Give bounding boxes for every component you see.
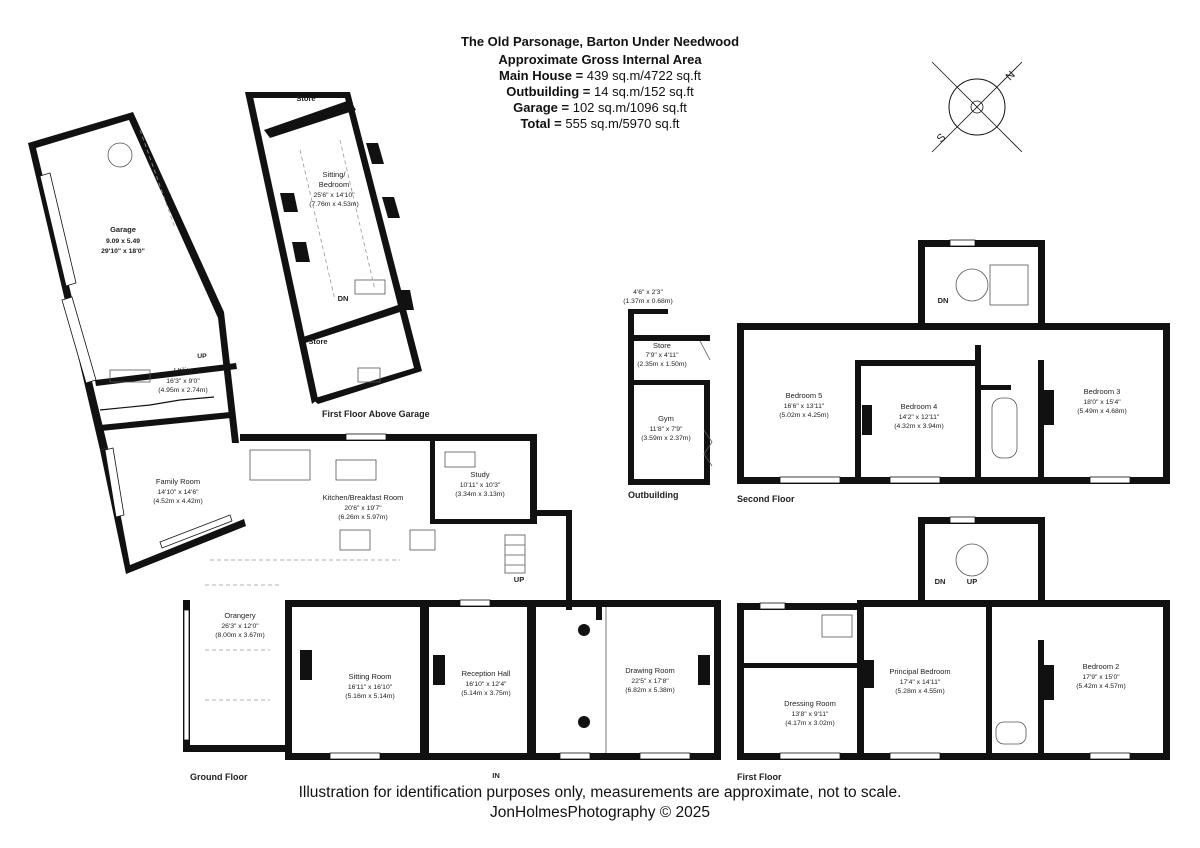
second-floor-label: Second Floor <box>737 494 795 504</box>
entrance-in-mark: IN <box>492 771 500 780</box>
bedroom2-dim1: 17'9" x 15'0" <box>1082 674 1120 681</box>
area-garage: Garage = 102 sq.m/1096 sq.ft <box>513 100 687 115</box>
first-up-mark: UP <box>967 577 977 586</box>
second-floor: DN Bedroom 5 16'6" x 13'11" (5.02m x 4.2… <box>737 239 1170 504</box>
first-floor-above-garage-label: First Floor Above Garage <box>322 409 430 419</box>
ground-floor: Kitchen/Breakfast Room 20'6" x 19'7" (6.… <box>183 433 721 782</box>
bedroom5-dim1: 16'6" x 13'11" <box>784 403 825 410</box>
credit: JonHolmesPhotography © 2025 <box>490 804 710 821</box>
first-floor-above-garage: Store Sitting/ Bedroom 25'6" x 14'10" (7… <box>245 92 430 419</box>
study-name: Study <box>470 470 489 479</box>
bedroom3-dim2: (5.49m x 4.68m) <box>1077 408 1126 415</box>
kitchen-dim2: (6.26m x 5.97m) <box>338 514 387 521</box>
drawing-room-dim2: (6.82m x 5.38m) <box>625 687 674 694</box>
compass-icon: N S <box>931 61 1023 153</box>
sitting-room-name: Sitting Room <box>349 672 392 681</box>
dressing-name: Dressing Room <box>784 699 836 708</box>
disclaimer: Illustration for identification purposes… <box>298 784 902 801</box>
plan-subtitle: Approximate Gross Internal Area <box>498 52 702 67</box>
ground-up-mark: UP <box>514 575 524 584</box>
store-top-name: Store <box>296 94 315 103</box>
garage-block: Garage 9.09 x 5.49 29'10" x 18'0" Utilit… <box>28 112 246 574</box>
bedroom2-name: Bedroom 2 <box>1083 662 1120 671</box>
study-dim1: 10'11" x 10'3" <box>460 482 501 489</box>
sitting-room-dim2: (5.16m x 5.14m) <box>345 693 394 700</box>
study-dim2: (3.34m x 3.13m) <box>455 491 504 498</box>
family-room-name: Family Room <box>156 477 200 486</box>
bedroom3-name: Bedroom 3 <box>1084 387 1121 396</box>
compass-south-label: S <box>935 131 949 145</box>
family-room-dim2: (4.52m x 4.42m) <box>153 498 202 505</box>
reception-hall-name: Reception Hall <box>462 669 511 678</box>
dressing-dim1: 13'8" x 9'11" <box>792 711 829 718</box>
first-floor: DN UP Principal Bedroom 17'4" x 14'11" (… <box>737 516 1170 782</box>
gym-dim1: 11'8" x 7'9" <box>650 426 684 433</box>
utility-dim1: 16'3" x 9'0" <box>166 378 200 385</box>
reception-hall-dim2: (5.14m x 3.75m) <box>461 690 510 697</box>
utility-up-mark: UP <box>197 353 207 360</box>
above-garage-dn-mark: DN <box>338 294 349 303</box>
sitting-bedroom-dim2: (7.76m x 4.53m) <box>309 201 358 208</box>
principal-dim1: 17'4" x 14'11" <box>900 679 941 686</box>
out-store-small-dim1: 4'6" x 2'3" <box>633 289 663 296</box>
outbuilding: 4'6" x 2'3" (1.37m x 0.68m) Store 7'9" x… <box>623 289 713 500</box>
kitchen-dim1: 20'6" x 19'7" <box>344 505 382 512</box>
outbuilding-label: Outbuilding <box>628 490 678 500</box>
area-value: 102 sq.m/1096 sq.ft <box>572 100 687 115</box>
bedroom5-name: Bedroom 5 <box>786 391 823 400</box>
area-value: 14 sq.m/152 sq.ft <box>594 84 694 99</box>
family-room-dim1: 14'10" x 14'6" <box>157 489 199 496</box>
out-store-dim2: (2.35m x 1.50m) <box>637 361 686 368</box>
out-store-name: Store <box>653 341 671 350</box>
sitting-bedroom-dim1: 25'6" x 14'10" <box>313 192 355 199</box>
utility-name: Utility <box>174 366 193 375</box>
reception-hall-dim1: 16'10" x 12'4" <box>465 681 507 688</box>
area-value: 439 sq.m/4722 sq.ft <box>586 68 701 83</box>
area-total: Total = 555 sq.m/5970 sq.ft <box>520 116 680 131</box>
bedroom4-dim1: 14'2" x 12'11" <box>899 414 940 421</box>
first-floor-label: First Floor <box>737 772 782 782</box>
bedroom3-dim1: 18'0" x 15'4" <box>1083 399 1121 406</box>
orangery-dim2: (8.00m x 3.67m) <box>215 632 264 639</box>
compass-north-label: N <box>1004 69 1018 83</box>
bedroom2-dim2: (5.42m x 4.57m) <box>1076 683 1125 690</box>
utility-dim2: (4.95m x 2.74m) <box>158 387 207 394</box>
orangery-dim1: 26'3" x 12'0" <box>221 623 259 630</box>
dressing-dim2: (4.17m x 3.02m) <box>785 720 834 727</box>
sitting-bedroom-name2: Bedroom <box>319 180 349 189</box>
drawing-room-name: Drawing Room <box>625 666 675 675</box>
kitchen-name: Kitchen/Breakfast Room <box>323 493 404 502</box>
garage-dim2: 29'10" x 18'0" <box>101 248 145 255</box>
gym-name: Gym <box>658 414 674 423</box>
plan-title: The Old Parsonage, Barton Under Needwood <box>460 34 740 49</box>
area-label: Total <box>520 116 551 131</box>
store-garage-name: Store <box>308 337 327 346</box>
sitting-bedroom-name1: Sitting/ <box>323 170 347 179</box>
area-label: Garage <box>513 100 558 115</box>
second-dn-mark: DN <box>938 296 949 305</box>
area-main-house: Main House = 439 sq.m/4722 sq.ft <box>499 68 701 83</box>
area-outbuilding: Outbuilding = 14 sq.m/152 sq.ft <box>506 84 694 99</box>
ground-floor-label: Ground Floor <box>190 772 248 782</box>
principal-dim2: (5.28m x 4.55m) <box>895 688 944 695</box>
gym-dim2: (3.59m x 2.37m) <box>641 435 690 442</box>
first-dn-mark: DN <box>935 577 946 586</box>
garage-dim1: 9.09 x 5.49 <box>106 238 140 245</box>
principal-name: Principal Bedroom <box>889 667 950 676</box>
drawing-room-dim1: 22'5" x 17'8" <box>631 678 669 685</box>
sitting-room-dim1: 16'11" x 16'10" <box>348 684 393 691</box>
bedroom4-name: Bedroom 4 <box>901 402 938 411</box>
out-store-small-dim2: (1.37m x 0.68m) <box>623 298 672 305</box>
bedroom4-dim2: (4.32m x 3.94m) <box>894 423 943 430</box>
garage-name: Garage <box>110 225 136 234</box>
area-label: Main House <box>499 68 572 83</box>
out-store-dim1: 7'9" x 4'11" <box>646 352 680 359</box>
orangery-name: Orangery <box>224 611 256 620</box>
bedroom5-dim2: (5.02m x 4.25m) <box>779 412 828 419</box>
area-label: Outbuilding <box>506 84 580 99</box>
area-value: 555 sq.m/5970 sq.ft <box>565 116 680 131</box>
